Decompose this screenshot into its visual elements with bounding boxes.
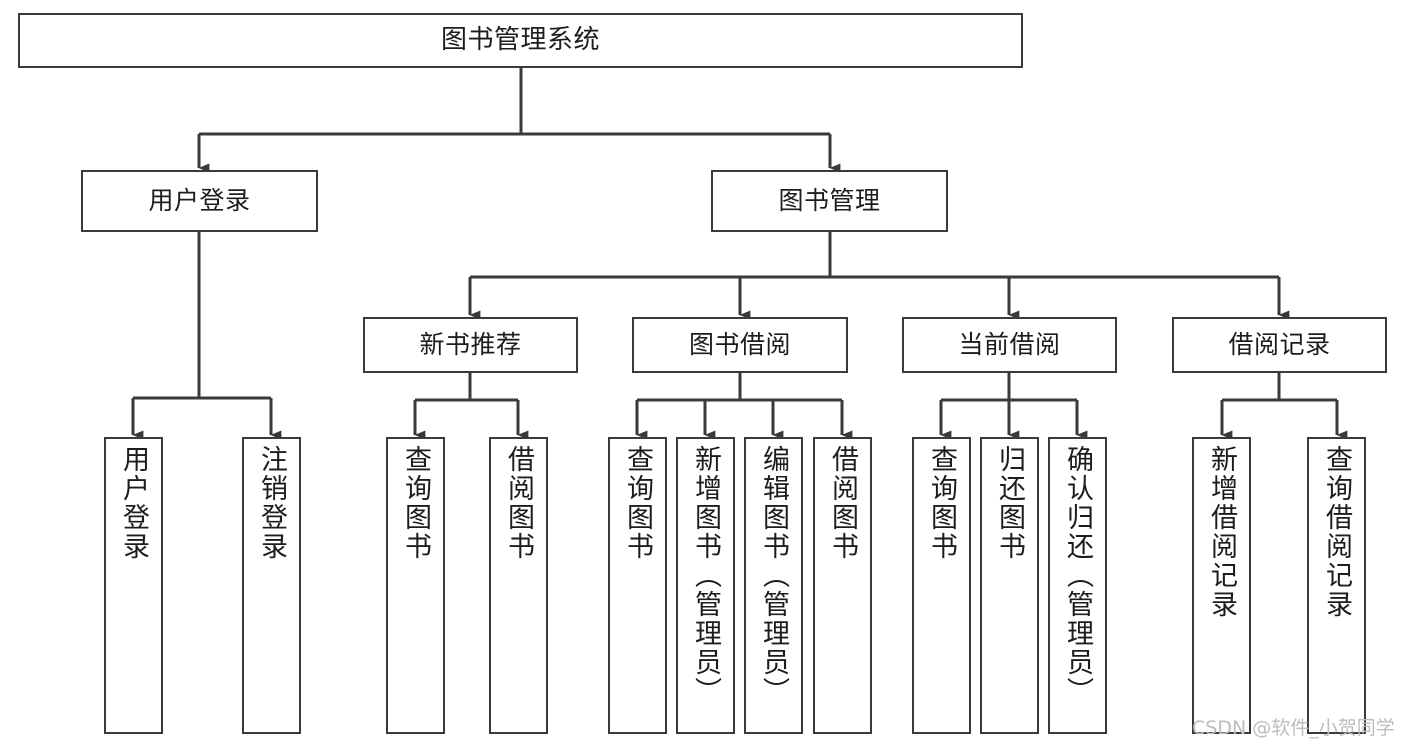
node-leaf-borrow-book-2-label: 借阅图书: [827, 445, 858, 561]
node-leaf-return-book-label: 归还图书: [994, 445, 1025, 561]
node-leaf-user-logout-label: 注销登录: [256, 445, 287, 561]
node-current-borrow[interactable]: 当前借阅: [902, 317, 1117, 373]
node-user-login[interactable]: 用户登录: [81, 170, 318, 232]
node-leaf-user-logout[interactable]: 注销登录: [242, 437, 301, 734]
node-leaf-query-book-1-label: 查询图书: [400, 445, 431, 561]
node-current-borrow-label: 当前借阅: [958, 330, 1061, 360]
node-leaf-query-book-1[interactable]: 查询图书: [386, 437, 445, 734]
node-leaf-add-book[interactable]: 新增图书（管理员）: [676, 437, 735, 734]
node-leaf-edit-book[interactable]: 编辑图书（管理员）: [744, 437, 803, 734]
node-user-login-label: 用户登录: [148, 186, 251, 216]
node-leaf-borrow-book-2[interactable]: 借阅图书: [813, 437, 872, 734]
node-leaf-borrow-book-1[interactable]: 借阅图书: [489, 437, 548, 734]
node-leaf-add-record[interactable]: 新增借阅记录: [1192, 437, 1251, 734]
node-book-borrow-label: 图书借阅: [688, 330, 791, 360]
node-root-label: 图书管理系统: [440, 25, 600, 56]
watermark: CSDN @软件_小贺同学: [1192, 717, 1395, 739]
node-leaf-query-book-3-label: 查询图书: [926, 445, 957, 561]
node-book-manage[interactable]: 图书管理: [711, 170, 948, 232]
node-borrow-record-label: 借阅记录: [1228, 330, 1331, 360]
node-leaf-add-record-label: 新增借阅记录: [1206, 445, 1237, 619]
node-borrow-record[interactable]: 借阅记录: [1172, 317, 1387, 373]
node-leaf-query-book-2[interactable]: 查询图书: [608, 437, 667, 734]
node-leaf-borrow-book-1-label: 借阅图书: [503, 445, 534, 561]
node-leaf-confirm-return-label: 确认归还（管理员）: [1062, 445, 1093, 706]
node-root[interactable]: 图书管理系统: [18, 13, 1023, 68]
node-leaf-user-login[interactable]: 用户登录: [104, 437, 163, 734]
node-leaf-query-record[interactable]: 查询借阅记录: [1307, 437, 1366, 734]
node-leaf-query-record-label: 查询借阅记录: [1321, 445, 1352, 619]
node-leaf-edit-book-label: 编辑图书（管理员）: [758, 445, 789, 706]
node-leaf-query-book-3[interactable]: 查询图书: [912, 437, 971, 734]
node-book-manage-label: 图书管理: [778, 186, 881, 216]
node-leaf-user-login-label: 用户登录: [118, 445, 149, 561]
node-leaf-query-book-2-label: 查询图书: [622, 445, 653, 561]
node-leaf-add-book-label: 新增图书（管理员）: [690, 445, 721, 706]
node-leaf-confirm-return[interactable]: 确认归还（管理员）: [1048, 437, 1107, 734]
node-book-borrow[interactable]: 图书借阅: [632, 317, 848, 373]
node-new-book-recommend-label: 新书推荐: [419, 330, 522, 360]
node-new-book-recommend[interactable]: 新书推荐: [363, 317, 578, 373]
node-leaf-return-book[interactable]: 归还图书: [980, 437, 1039, 734]
